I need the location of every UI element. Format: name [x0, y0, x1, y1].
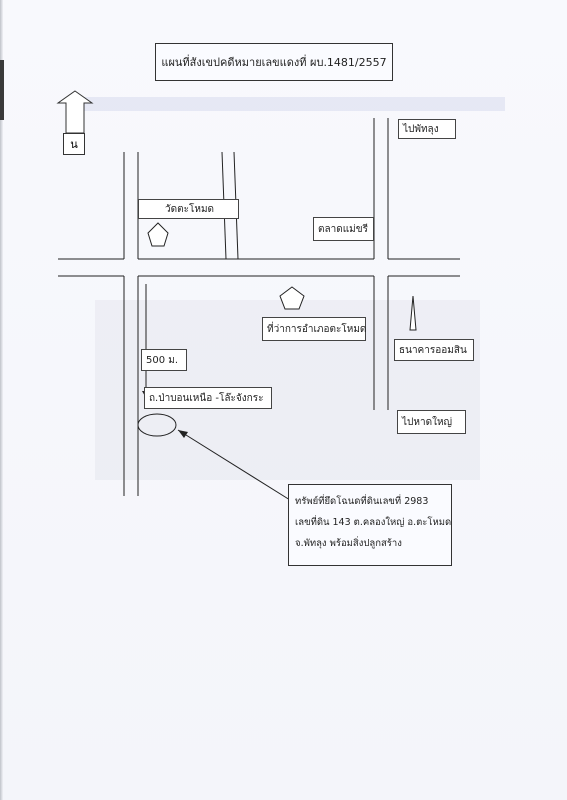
scan-mark [0, 60, 4, 120]
district-office-label: ที่ว่าการอำเภอตะโหมด [262, 317, 366, 341]
bleed-through-band [75, 97, 505, 111]
property-pointer-line [177, 429, 291, 501]
property-line-2: เลขที่ดิน 143 ต.คลองใหญ่ อ.ตะโหมด [295, 517, 452, 528]
gsb-bank-label: ธนาคารออมสิน [394, 339, 474, 361]
page-edge [0, 0, 3, 800]
property-line-3: จ.พัทลุง พร้อมสิ่งปลูกสร้าง [295, 538, 402, 549]
talat-maeri-label: ตลาดแม่ขรี [313, 217, 374, 241]
to-phatthalung-label: ไปพัทลุง [398, 119, 456, 139]
district-office-pentagon-icon [279, 286, 305, 310]
north-arrow-icon [56, 90, 94, 134]
north-label: น [63, 133, 85, 155]
property-description-box: ทรัพย์ที่ยึดโฉนดที่ดินเลขที่ 2983 เลขที่… [288, 484, 452, 566]
map-title: แผนที่สังเขปคดีหมายเลขแดงที่ ผบ.1481/255… [155, 43, 393, 81]
to-hat-yai-label: ไปหาดใหญ่ [397, 410, 466, 434]
distance-label: 500 ม. [141, 349, 187, 371]
road-name-label: ถ.ป่าบอนเหนือ -โล๊ะจังกระ [144, 387, 272, 409]
map-title-text: แผนที่สังเขปคดีหมายเลขแดงที่ ผบ.1481/255… [161, 56, 387, 69]
temple-pentagon-icon [147, 222, 169, 247]
bank-marker-icon [409, 295, 417, 331]
wat-tamot-label: วัดตะโหมด [138, 199, 239, 219]
property-location-ellipse [137, 413, 177, 437]
property-line-1: ทรัพย์ที่ยึดโฉนดที่ดินเลขที่ 2983 [295, 496, 429, 507]
pointer-arrowhead [178, 430, 188, 438]
